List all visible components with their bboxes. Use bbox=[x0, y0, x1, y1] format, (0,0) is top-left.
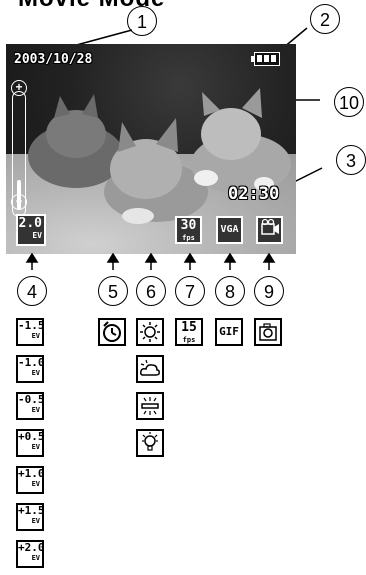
cloudy-icon bbox=[136, 355, 164, 383]
ev-indicator: 2.0 EV bbox=[16, 214, 46, 246]
battery-full-icon bbox=[251, 52, 280, 66]
bulb-icon bbox=[136, 429, 164, 457]
fps-value: 30 bbox=[180, 218, 197, 233]
movie-camera-icon bbox=[256, 216, 283, 244]
kittens-image bbox=[28, 88, 291, 224]
callout-1: 1 bbox=[127, 6, 157, 36]
sun-icon bbox=[136, 318, 164, 346]
resolution-indicator: VGA bbox=[216, 216, 243, 244]
zoom-out-icon: − bbox=[11, 194, 27, 210]
callout-4: 4 bbox=[17, 276, 47, 306]
callout-6: 6 bbox=[136, 276, 166, 306]
lcd-screen: 2003/10/28 + − 02:30 2.0 EV 30 fps VGA bbox=[6, 44, 296, 254]
callout-8: 8 bbox=[215, 276, 245, 306]
callout-9: 9 bbox=[254, 276, 284, 306]
callout-10: 10 bbox=[334, 87, 364, 117]
resolution-option: GIF bbox=[215, 318, 243, 346]
recording-time: 02:30 bbox=[228, 184, 280, 204]
ev-value: 2.0 bbox=[18, 216, 42, 231]
callout-2: 2 bbox=[310, 4, 340, 34]
fps-indicator: 30 fps bbox=[175, 216, 202, 244]
callout-7: 7 bbox=[175, 276, 205, 306]
still-camera-icon bbox=[254, 318, 282, 346]
page-title: Movie Mode bbox=[18, 0, 165, 13]
fps-unit: fps bbox=[182, 234, 195, 242]
self-timer-icon bbox=[98, 318, 126, 346]
fluorescent-icon bbox=[136, 392, 164, 420]
date-stamp: 2003/10/28 bbox=[14, 52, 93, 67]
callout-5: 5 bbox=[98, 276, 128, 306]
fps-option: 15 fps bbox=[175, 318, 203, 346]
ev-unit: EV bbox=[32, 231, 42, 240]
